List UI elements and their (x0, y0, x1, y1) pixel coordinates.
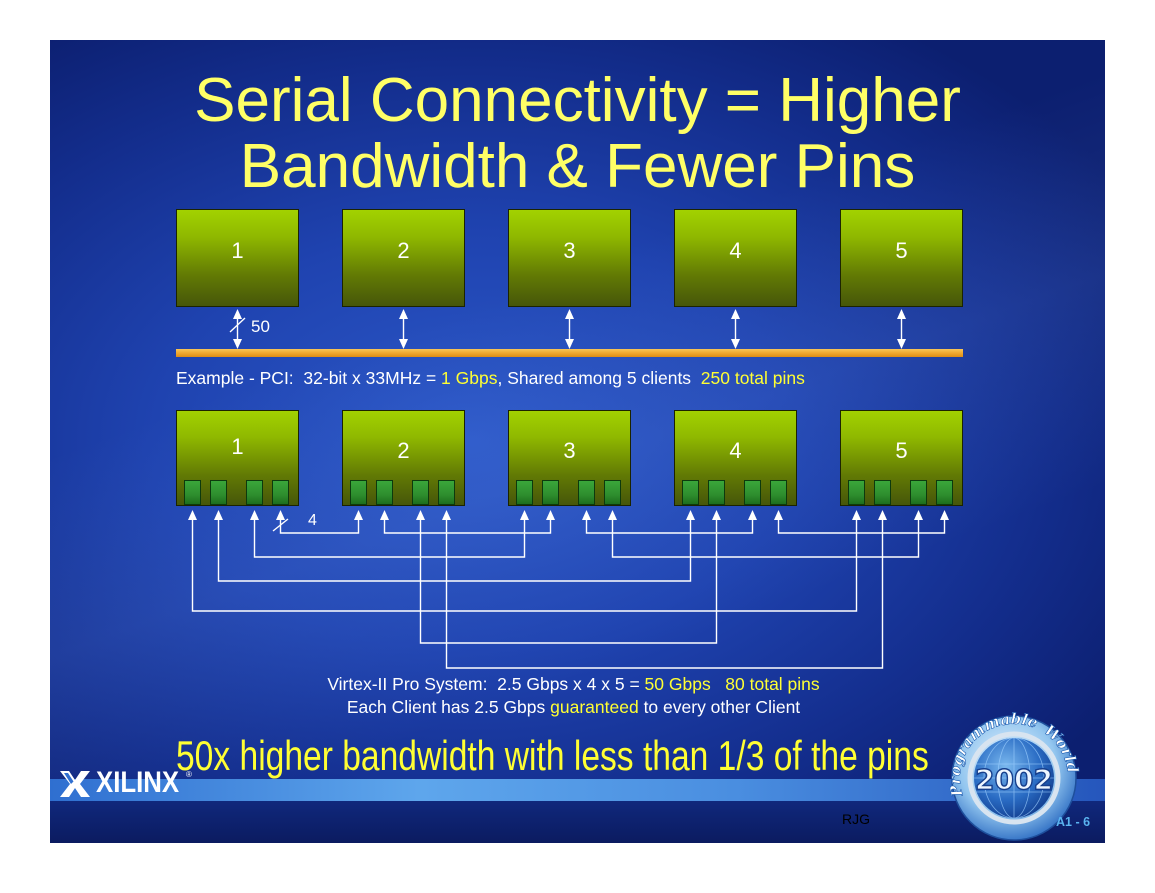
link-width-label: 4 (308, 512, 317, 529)
client-label: 4 (729, 438, 742, 463)
serial-link-3-4 (582, 510, 757, 534)
programmable-world-globe-icon: 2002 ProgrammableWorld (946, 710, 1082, 841)
bus-width-label: 50 (251, 317, 270, 336)
serial-caption-line-2: Each Client has 2.5 Gbps guaranteed to e… (176, 696, 971, 719)
serial-link-2-4 (416, 510, 721, 644)
serial-link-1-2 (276, 510, 363, 534)
client-label: 1 (231, 434, 244, 459)
client-label: 3 (563, 438, 576, 463)
client-label: 5 (895, 438, 908, 463)
serial-caption: Virtex-II Pro System: 2.5 Gbps x 4 x 5 =… (176, 673, 971, 719)
bus-client-3: 3 (508, 209, 631, 307)
bus-client-2: 2 (342, 209, 465, 307)
client-label: 2 (397, 238, 410, 263)
link-width-slash (272, 518, 289, 532)
serial-port (682, 480, 699, 505)
serial-client-4: 4 (674, 410, 797, 506)
serial-link-3-5 (608, 510, 923, 558)
event-logo-silver-band (967, 731, 1061, 825)
serial-port (350, 480, 367, 505)
serial-port (578, 480, 595, 505)
client-label: 4 (729, 238, 742, 263)
serial-link-1-4 (214, 510, 695, 582)
bus-client-4: 4 (674, 209, 797, 307)
serial-port (770, 480, 787, 505)
shared-bus (176, 349, 963, 357)
serial-caption-line-1: Virtex-II Pro System: 2.5 Gbps x 4 x 5 =… (176, 673, 971, 696)
serial-port (874, 480, 891, 505)
serial-link-2-3 (380, 510, 555, 534)
serial-link-1-3 (250, 510, 529, 558)
serial-port (708, 480, 725, 505)
serial-port (438, 480, 455, 505)
title-line-2: Bandwidth & Fewer Pins (239, 132, 916, 201)
serial-port (848, 480, 865, 505)
bus-width-slash (229, 317, 246, 333)
serial-link-1-5 (188, 510, 861, 612)
author-initials: RJG (842, 811, 870, 827)
serial-link-2-5 (442, 510, 887, 669)
bus-bandwidth: 1 Gbps (441, 368, 498, 388)
bus-caption: Example - PCI: 32-bit x 33MHz = 1 Gbps, … (176, 368, 805, 389)
footer-band (50, 779, 1105, 801)
serial-port (516, 480, 533, 505)
serial-port (246, 480, 263, 505)
footer-base (50, 801, 1105, 843)
title-line-1: Serial Connectivity = Higher (194, 66, 961, 135)
serial-caption-text: to every other Client (638, 697, 801, 717)
client-label: 3 (563, 238, 576, 263)
serial-client-3: 3 (508, 410, 631, 506)
guaranteed-highlight: guaranteed (550, 697, 639, 717)
serial-port (910, 480, 927, 505)
serial-caption-text: Virtex-II Pro System: 2.5 Gbps x 4 x 5 = (327, 674, 645, 694)
serial-port (936, 480, 953, 505)
serial-port (604, 480, 621, 505)
serial-port (210, 480, 227, 505)
client-label: 1 (231, 238, 244, 263)
bus-client-5: 5 (840, 209, 963, 307)
bus-caption-text: , Shared among 5 clients (497, 368, 701, 388)
serial-link-4-5 (774, 510, 949, 534)
serial-port (272, 480, 289, 505)
serial-client-5: 5 (840, 410, 963, 506)
serial-port (542, 480, 559, 505)
brand-name: XILINX (96, 766, 180, 799)
registered-mark: ® (186, 770, 192, 779)
event-logo-grid (974, 738, 1054, 818)
serial-client-1: 1 (176, 410, 299, 506)
serial-bandwidth-and-pins: 50 Gbps 80 total pins (644, 674, 820, 694)
bus-client-1: 1 (176, 209, 299, 307)
xilinx-x-mark-icon (60, 771, 90, 797)
client-label: 2 (397, 438, 410, 463)
headline: 50x higher bandwidth with less than 1/3 … (176, 732, 929, 779)
client-label: 5 (895, 238, 908, 263)
serial-caption-text: Each Client has 2.5 Gbps (346, 697, 551, 717)
serial-port (412, 480, 429, 505)
event-logo-year: 2002 (975, 763, 1053, 796)
bus-pin-count: 250 total pins (700, 368, 805, 388)
serial-port (376, 480, 393, 505)
serial-client-2: 2 (342, 410, 465, 506)
bus-caption-text: Example - PCI: 32-bit x 33MHz = (176, 368, 442, 388)
slide-title: Serial Connectivity = Higher Bandwidth &… (50, 68, 1105, 200)
serial-port (744, 480, 761, 505)
slide-number: A1 - 6 (1056, 815, 1091, 829)
serial-port (184, 480, 201, 505)
